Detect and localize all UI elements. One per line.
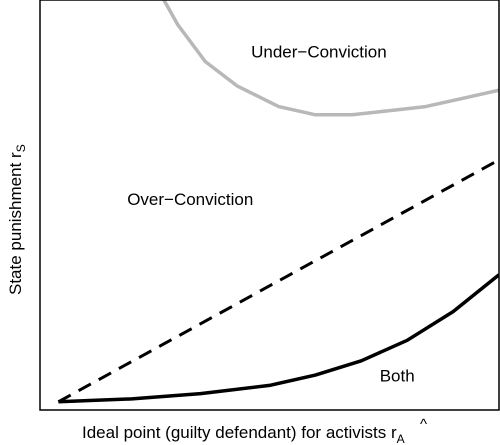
x-axis-label: Ideal point (guilty defendant) for activ…: [82, 423, 405, 445]
series-layer: [57, 0, 499, 404]
annotation-under-conviction: Under−Conviction: [251, 42, 387, 61]
series-under-curve: [161, 0, 499, 117]
x-axis-label-main: Ideal point (guilty defendant) for activ…: [82, 423, 391, 442]
annotation-both: Both: [380, 366, 415, 385]
y-axis-label: State punishment rS: [6, 144, 28, 295]
annotation-over-conviction: Over−Conviction: [127, 190, 253, 209]
x-axis-label-subscript: A: [397, 432, 405, 445]
series-both-curve: [58, 273, 499, 404]
x-axis-label-hat: ^: [420, 416, 427, 433]
plot-frame: [39, 0, 500, 411]
x-axis-label-variable: r: [391, 423, 397, 442]
y-axis-label-main: State punishment r: [6, 152, 25, 295]
series-dashed-line: [57, 158, 499, 404]
y-axis-label-subscript: S: [14, 144, 28, 152]
